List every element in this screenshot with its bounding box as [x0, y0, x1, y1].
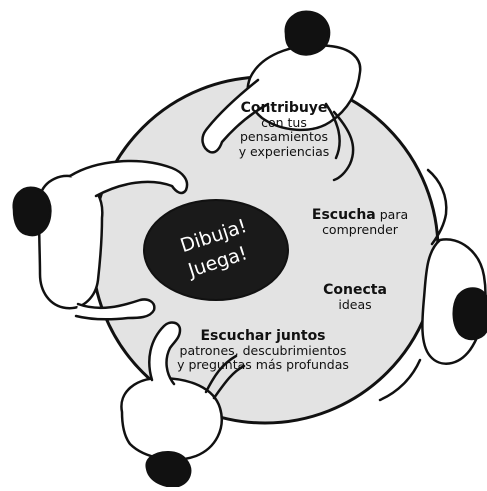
- contribute-block: Contribuye con tus pensamientos y experi…: [210, 100, 358, 159]
- connect-block: Conecta ideas: [310, 282, 400, 312]
- contribute-heading: Contribuye: [240, 100, 328, 116]
- listen-block: Escucha para comprender: [290, 207, 430, 237]
- together-line2: y preguntas más profundas: [177, 357, 349, 373]
- contribute-line2: pensamientos: [239, 129, 329, 145]
- person-right: [378, 168, 487, 402]
- listen-line2: comprender: [322, 222, 398, 238]
- together-heading: Escuchar juntos: [200, 328, 326, 344]
- center-oval: [143, 199, 289, 301]
- person-left: [12, 159, 189, 321]
- person-top: [201, 10, 362, 182]
- contribute-line1: con tus: [261, 115, 307, 131]
- listen-heading-line: Escucha para: [290, 207, 430, 223]
- connect-line2: ideas: [338, 297, 372, 313]
- together-block: Escuchar juntos patrones, descubrimiento…: [152, 328, 374, 373]
- person-bottom: [120, 321, 246, 488]
- connect-heading: Conecta: [323, 282, 387, 298]
- together-line1: patrones, descubrimientos: [179, 343, 347, 359]
- listen-heading-rest: para: [375, 207, 409, 222]
- contribute-line3: y experiencias: [238, 143, 330, 159]
- listen-heading: Escucha: [311, 207, 376, 223]
